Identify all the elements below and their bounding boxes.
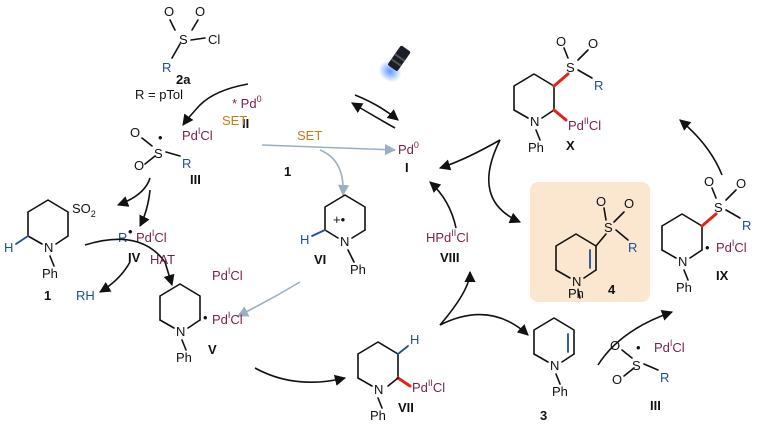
svg-text:R: R xyxy=(594,78,603,93)
svg-text:Ph: Ph xyxy=(528,140,544,155)
svg-text:+•: +• xyxy=(333,212,346,227)
so2-label: SO2 xyxy=(72,201,96,219)
svg-text:N: N xyxy=(550,358,559,373)
svg-text:O: O xyxy=(556,34,566,49)
svg-text:Ph: Ph xyxy=(176,350,192,365)
svg-text:Ph: Ph xyxy=(370,408,386,423)
hpdcl-VIII: HPdIICl xyxy=(426,228,469,245)
svg-text:III: III xyxy=(190,172,201,187)
svg-text:•: • xyxy=(705,240,710,255)
svg-text:O: O xyxy=(736,176,746,191)
svg-text:O: O xyxy=(130,125,140,140)
svg-text:S: S xyxy=(179,32,188,47)
svg-text:O: O xyxy=(612,372,622,387)
svg-text:X: X xyxy=(566,138,575,153)
svg-text:PdICl: PdICl xyxy=(182,126,213,143)
product-4: N S O O R Ph 4 xyxy=(555,194,637,301)
svg-text:R: R xyxy=(628,240,637,255)
svg-text:O: O xyxy=(704,174,714,189)
svg-text:R: R xyxy=(660,370,669,385)
svg-text:R: R xyxy=(742,218,751,233)
svg-text:O: O xyxy=(596,194,606,209)
alkyl-palladium-VII: H N PdIICl Ph VII xyxy=(357,332,445,423)
sulfonyl-radical-III: O O S • R PdICl III xyxy=(130,125,213,187)
label-1-mid: 1 xyxy=(284,164,291,179)
svg-text:PdICl: PdICl xyxy=(654,338,685,355)
svg-text:S: S xyxy=(632,358,641,373)
pd0-I: Pd0 xyxy=(398,140,419,157)
svg-text:S: S xyxy=(714,200,723,215)
hat-label: HAT xyxy=(150,252,175,267)
label-II: II xyxy=(242,116,249,131)
svg-text:•: • xyxy=(203,310,208,325)
svg-text:PdIICl: PdIICl xyxy=(412,378,445,395)
alpha-amino-radical-V: N • PdICl Ph V xyxy=(159,283,243,365)
svg-text:•: • xyxy=(636,340,641,355)
svg-text:Ph: Ph xyxy=(350,262,366,277)
svg-text:IX: IX xyxy=(716,268,729,283)
svg-text:III: III xyxy=(650,398,661,413)
svg-text:N: N xyxy=(678,254,687,269)
label-2a: 2a xyxy=(176,72,191,87)
svg-text:N: N xyxy=(44,240,53,255)
radical-cation-VI: H N +• Ph VI xyxy=(300,194,366,277)
svg-text:O: O xyxy=(164,4,174,19)
svg-text:Ph: Ph xyxy=(568,286,584,301)
pdcl-gray: PdICl xyxy=(212,266,243,283)
svg-text:3: 3 xyxy=(540,408,547,423)
svg-text:PdIICl: PdIICl xyxy=(568,116,601,133)
set-label-2: SET xyxy=(297,128,322,143)
svg-text:4: 4 xyxy=(608,282,616,297)
svg-text:N: N xyxy=(572,274,581,289)
svg-text:Ph: Ph xyxy=(552,384,568,399)
svg-text:R: R xyxy=(182,156,191,171)
alkyl-radical-IV: R xyxy=(118,230,127,245)
svg-text:V: V xyxy=(208,342,217,357)
svg-text:Ph: Ph xyxy=(42,266,58,281)
svg-text:N: N xyxy=(374,382,383,397)
set-label-1: SET xyxy=(222,113,247,128)
radical-IX: N S O O R • PdICl Ph IX xyxy=(661,174,751,295)
svg-text:R: R xyxy=(162,60,171,75)
svg-text:O: O xyxy=(588,36,598,51)
svg-text:•: • xyxy=(158,130,163,145)
svg-text:N: N xyxy=(530,114,539,129)
svg-text:1: 1 xyxy=(44,288,51,303)
sulfonyl-chloride-2a: O O S R Cl 2a xyxy=(162,4,220,87)
svg-text:N: N xyxy=(176,324,185,339)
label-I: I xyxy=(405,160,409,175)
svg-text:Cl: Cl xyxy=(208,32,220,47)
svg-text:PdICl: PdICl xyxy=(136,228,167,245)
substrate-1: H N Ph 1 xyxy=(4,199,69,303)
svg-text:S: S xyxy=(604,220,613,235)
rh-label: RH xyxy=(76,288,95,303)
svg-text:VI: VI xyxy=(314,252,326,267)
lamp-icon xyxy=(378,45,411,83)
svg-text:Ph: Ph xyxy=(676,280,692,295)
svg-text:PdICl: PdICl xyxy=(716,238,747,255)
svg-text:IV: IV xyxy=(128,250,141,265)
svg-text:O: O xyxy=(134,158,144,173)
alkyl-palladium-X: N S O O R PdIICl Ph X xyxy=(513,34,603,155)
svg-text:O: O xyxy=(624,196,634,211)
excited-pd0: * Pd0 xyxy=(232,94,262,111)
svg-text:N: N xyxy=(340,234,349,249)
svg-text:PdICl: PdICl xyxy=(212,310,243,327)
svg-text:VII: VII xyxy=(398,400,414,415)
svg-text:H: H xyxy=(300,232,309,247)
svg-text:H: H xyxy=(410,332,419,347)
svg-text:VIII: VIII xyxy=(440,250,460,265)
enamine-3: N Ph 3 xyxy=(533,317,575,423)
svg-text:•: • xyxy=(128,224,133,239)
svg-text:S: S xyxy=(566,60,575,75)
svg-text:S: S xyxy=(154,146,163,161)
sulfonyl-radical-III-bottom: O O S • R PdICl III xyxy=(610,338,685,413)
r-equals-ptol: R = pTol xyxy=(135,87,183,102)
svg-text:H: H xyxy=(4,240,13,255)
svg-text:O: O xyxy=(195,4,205,19)
